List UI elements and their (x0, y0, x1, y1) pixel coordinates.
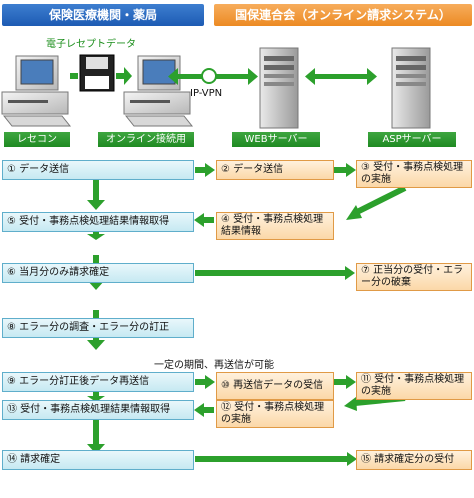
step-8-text: ⑧ エラー分の調査・エラー分の訂正 (7, 322, 170, 333)
step-3-box: ③ 受付・事務点検処理の実施 (356, 160, 472, 188)
step-15-box: ⑮ 請求確定分の受付 (356, 450, 472, 470)
recekon-pc-icon (1, 55, 72, 127)
step-15-text: ⑮ 請求確定分の受付 (361, 454, 455, 465)
label-recekon: レセコン (4, 132, 70, 147)
step-14-box: ⑭ 請求確定 (2, 450, 194, 470)
step-6-box: ⑥ 当月分のみ請求確定 (2, 263, 194, 283)
step-1-box: ① データ送信 (2, 160, 194, 180)
step-8-box: ⑧ エラー分の調査・エラー分の訂正 (2, 318, 194, 338)
step-11-text: ⑪ 受付・事務点検処理の実施 (361, 374, 465, 397)
step-11-box: ⑪ 受付・事務点検処理の実施 (356, 372, 472, 400)
header-kokuho-federation: 国保連合会（オンライン請求システム） (214, 4, 472, 26)
step-13-box: ⑬ 受付・事務点検処理結果情報取得 (2, 400, 194, 420)
header-medical-institution: 保険医療機関・薬局 (2, 4, 204, 26)
asp-server-icon (391, 47, 431, 129)
step-5-box: ⑤ 受付・事務点検処理結果情報取得 (2, 212, 194, 232)
step-13-text: ⑬ 受付・事務点検処理結果情報取得 (7, 404, 171, 415)
step-1-text: ① データ送信 (7, 164, 70, 175)
step-7-text: ⑦ 正当分の受付・エラー分の破棄 (361, 265, 464, 288)
network-diagram (1, 47, 431, 129)
step-3-text: ③ 受付・事務点検処理の実施 (361, 162, 464, 185)
media-label: 電子レセプトデータ (46, 39, 136, 50)
step-2-box: ② データ送信 (216, 160, 334, 180)
step-2-text: ② データ送信 (221, 164, 284, 175)
step-9-box: ⑨ エラー分訂正後データ再送信 (2, 372, 194, 392)
step-12-text: ⑫ 受付・事務点検処理の実施 (221, 402, 325, 425)
vpn-label: IP-VPN (190, 88, 223, 99)
arrow-recekon-to-online (70, 67, 132, 85)
step-4-text: ④ 受付・事務点検処理結果情報 (221, 214, 324, 237)
step-9-text: ⑨ エラー分訂正後データ再送信 (7, 376, 150, 387)
step-10-text: ⑩ 再送信データの受信 (221, 380, 324, 391)
step-6-text: ⑥ 当月分のみ請求確定 (7, 267, 110, 278)
online-pc-icon (123, 55, 194, 127)
label-web-server: WEBサーバー (232, 132, 320, 147)
web-asp-arrow (305, 68, 377, 85)
step-14-text: ⑭ 請求確定 (7, 454, 61, 465)
step-12-box: ⑫ 受付・事務点検処理の実施 (216, 400, 334, 428)
resend-note: 一定の期間、再送信が可能 (154, 360, 274, 371)
step-5-text: ⑤ 受付・事務点検処理結果情報取得 (7, 216, 170, 227)
step-7-box: ⑦ 正当分の受付・エラー分の破棄 (356, 263, 472, 291)
label-asp-server: ASPサーバー (368, 132, 456, 147)
web-server-icon (259, 47, 299, 129)
floppy-disk-icon (79, 54, 115, 92)
label-online-pc: オンライン接続用 (98, 132, 194, 147)
vpn-node-icon (201, 68, 217, 84)
step-10-box: ⑩ 再送信データの受信 (216, 372, 334, 400)
step-4-box: ④ 受付・事務点検処理結果情報 (216, 212, 334, 240)
